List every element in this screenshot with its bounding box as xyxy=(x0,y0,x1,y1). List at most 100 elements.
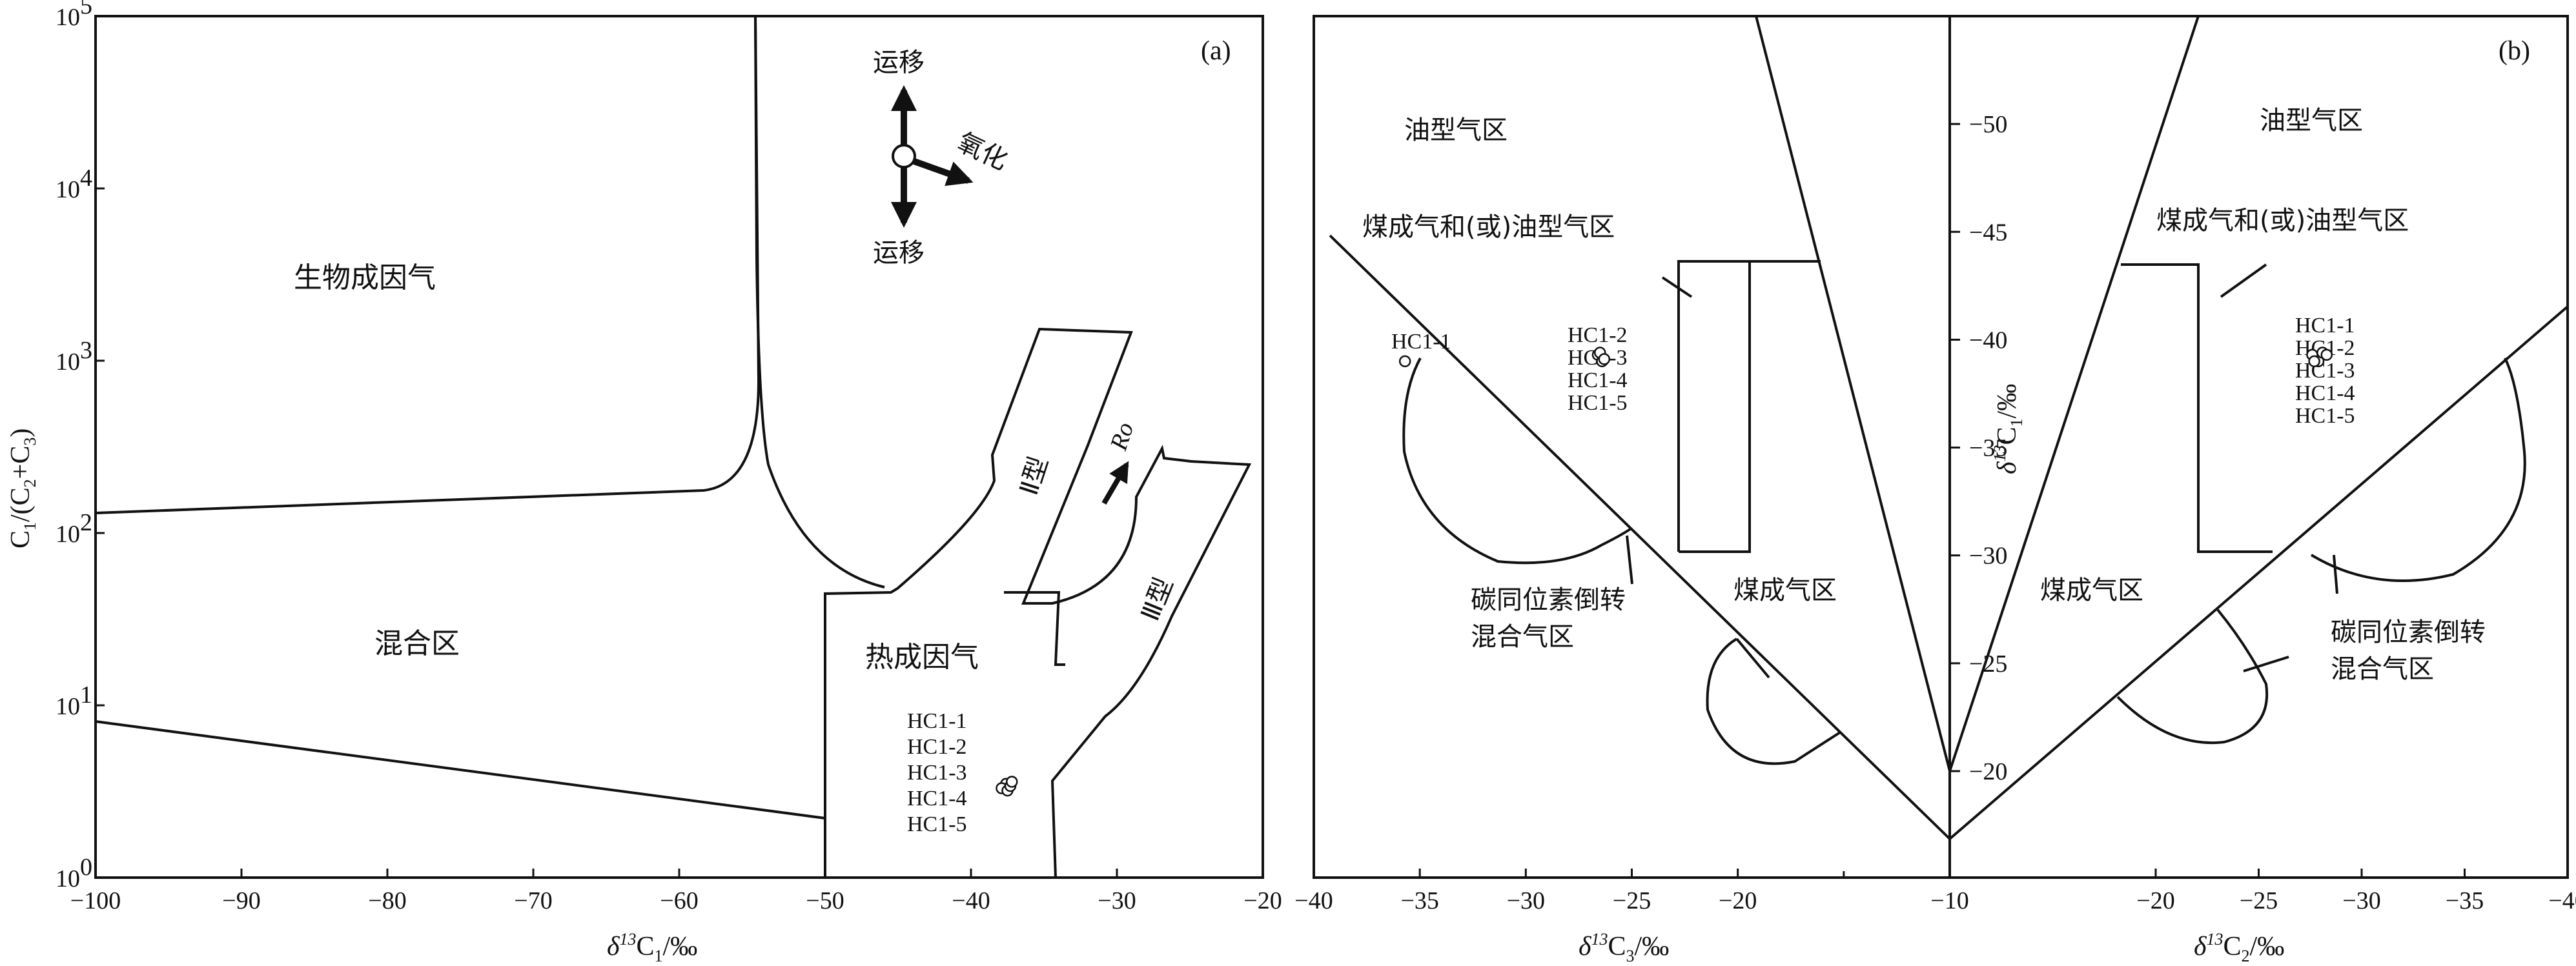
y-tick-label: −50 xyxy=(1969,111,2007,138)
left-reversal-pointer xyxy=(1626,535,1633,585)
right-reversal-upper xyxy=(2310,357,2526,582)
sample-label: HC1-3 xyxy=(907,761,967,785)
region-reversal-right-2: 混合气区 xyxy=(2331,654,2434,684)
ro-arrow xyxy=(1101,461,1129,505)
origin-marker xyxy=(892,144,916,168)
x-tick-label: −25 xyxy=(1613,887,1651,914)
biogenic-cusp xyxy=(754,15,885,589)
sample-point-c2 xyxy=(2308,355,2320,368)
region-mix-left: 煤成气和(或)油型气区 xyxy=(1362,212,1615,242)
panel-b-y-ticks: −50−45−40−35−30−25−20 xyxy=(1950,111,2007,785)
x-tick-label: −20 xyxy=(2136,887,2174,914)
panel-a-x-ticks: −100−90−80−70−60−50−40−30−20 xyxy=(70,869,1282,914)
y-tick-label: 10 xyxy=(56,4,80,31)
x-tick-label: −100 xyxy=(70,887,121,914)
panel-b-x-ticks: −40−35−30−25−20−10−20−25−30−35−40 xyxy=(1294,869,2576,914)
panel-a: (a) 生物成因气 混合区 热成因气 Ⅱ型 Ⅲ型 运移 运移 氧化 Ro HC1… xyxy=(6,0,1282,965)
region-reversal-left-2: 混合气区 xyxy=(1471,622,1574,652)
x-tick-label: −30 xyxy=(1507,887,1545,914)
x-tick-label: −40 xyxy=(2548,887,2576,914)
sample-label: HC1-5 xyxy=(2295,404,2355,428)
sample-point-c3 xyxy=(1398,355,1411,368)
panel-b-x-axis-title-right: δ13C2/‰ xyxy=(2194,930,2284,965)
left-coal-line xyxy=(1329,234,1951,840)
x-tick-label: −20 xyxy=(1719,887,1757,914)
sample-label: HC1-5 xyxy=(1568,391,1628,415)
panel-a-label: (a) xyxy=(1201,36,1231,66)
x-tick-label: −90 xyxy=(222,887,260,914)
sample-label: HC1-2 xyxy=(1568,323,1628,347)
panel-a-points xyxy=(996,776,1018,797)
label-oxidation: 氧化 xyxy=(953,127,1012,176)
panel-b-points xyxy=(1398,347,2333,368)
sample-label: HC1-4 xyxy=(2295,381,2355,405)
sample-label: HC1-1 xyxy=(907,709,967,733)
region-mixed: 混合区 xyxy=(374,627,460,660)
region-reversal-left-1: 碳同位素倒转 xyxy=(1471,585,1626,615)
x-tick-label: −35 xyxy=(1400,887,1438,914)
thermogenic-zone xyxy=(824,327,1252,878)
label-migration-up: 运移 xyxy=(873,48,925,77)
right-mixed-box xyxy=(2121,263,2273,553)
panel-b: (b) −50 −45 −40 −35 −30 −25 −20 油型气区 油型气区 煤成气和… xyxy=(1294,15,2576,965)
panel-b-y-axis-title: δ13C1/‰ xyxy=(1990,384,2026,474)
y-tick-label: −20 xyxy=(1969,758,2007,785)
region-oil-left: 油型气区 xyxy=(1404,116,1508,145)
panel-b-frame xyxy=(1313,15,2569,879)
y-tick-exponent: 5 xyxy=(80,0,92,19)
panel-b-label: (b) xyxy=(2499,36,2530,66)
region-coal-right: 煤成气区 xyxy=(2040,576,2143,605)
mixed-lower-boundary xyxy=(95,720,826,820)
sample-label: HC1-4 xyxy=(907,787,967,810)
type2-zone xyxy=(1004,591,1065,666)
region-biogenic: 生物成因气 xyxy=(294,261,436,294)
x-tick-label: −70 xyxy=(514,887,552,914)
y-tick-label: 10 xyxy=(56,176,80,203)
x-tick-label: −50 xyxy=(806,887,844,914)
y-tick-label: 10 xyxy=(56,348,80,376)
panel-a-sample-labels: HC1-1 HC1-2 HC1-3 HC1-4 HC1-5 xyxy=(907,709,967,836)
oxidation-arrow xyxy=(913,158,974,186)
right-coal-line xyxy=(1948,305,2569,840)
x-tick-label: −30 xyxy=(1098,887,1136,914)
panel-a-y-axis-title: C1/(C2+C3) xyxy=(6,428,39,548)
sample-label: HC1-4 xyxy=(1568,368,1628,392)
right-oil-line xyxy=(1948,15,2200,772)
y-tick-label: −45 xyxy=(1969,219,2007,246)
y-tick-label: 10 xyxy=(56,865,80,892)
panel-b-x-axis-title-left: δ13C3/‰ xyxy=(1579,930,1669,965)
left-oil-line xyxy=(1755,15,1951,772)
label-migration-down: 运移 xyxy=(873,238,925,268)
panel-a-x-axis-title: δ13C1/‰ xyxy=(607,930,697,965)
region-coal-left: 煤成气区 xyxy=(1733,576,1837,605)
y-tick-label: −40 xyxy=(1969,327,2007,354)
left-reversal-lower xyxy=(1706,638,1841,765)
y-tick-exponent: 1 xyxy=(80,681,92,709)
region-reversal-right-1: 碳同位素倒转 xyxy=(2331,618,2486,647)
y-tick-exponent: 4 xyxy=(80,165,92,192)
left-mixed-box xyxy=(1677,260,1821,553)
label-ro: Ro xyxy=(1105,419,1139,454)
x-tick-label: −40 xyxy=(952,887,990,914)
region-mix-right: 煤成气和(或)油型气区 xyxy=(2156,206,2409,236)
sample-point-c2 xyxy=(2320,348,2333,361)
region-oil-right: 油型气区 xyxy=(2260,106,2363,136)
right-reversal-pointer-2 xyxy=(2243,656,2289,672)
left-reversal-upper xyxy=(1402,357,1631,565)
x-tick-label: −25 xyxy=(2240,887,2278,914)
region-thermogenic: 热成因气 xyxy=(865,641,979,674)
y-tick-label: 10 xyxy=(56,521,80,548)
left-mix-pointer xyxy=(1661,276,1693,298)
x-tick-label: −35 xyxy=(2446,887,2484,914)
x-tick-label: −40 xyxy=(1294,887,1333,914)
sample-label: HC1-3 xyxy=(2295,359,2355,383)
y-tick-label: −35 xyxy=(1969,435,2007,462)
y-tick-label: 10 xyxy=(56,693,80,720)
x-tick-label: −60 xyxy=(660,887,698,914)
sample-point xyxy=(1006,776,1018,788)
right-mix-pointer xyxy=(2220,263,2267,298)
sample-label: HC1-5 xyxy=(907,812,967,836)
x-tick-label: −80 xyxy=(368,887,406,914)
